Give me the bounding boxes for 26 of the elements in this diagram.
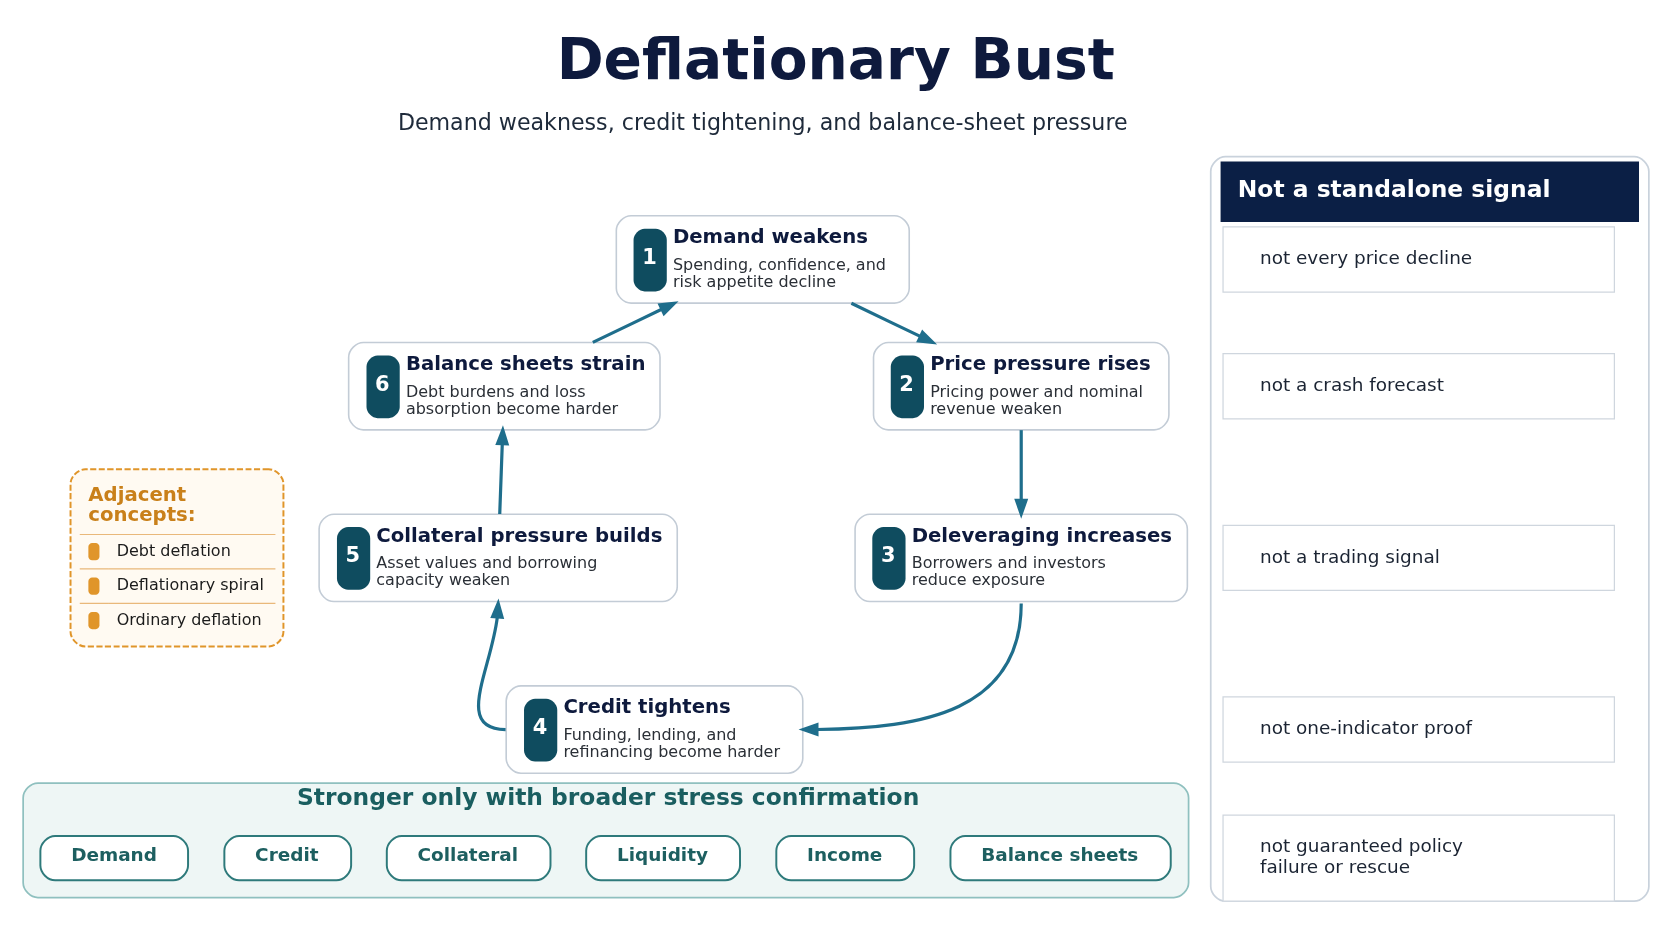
node-box: 5 Collateral pressure builds Asset values and borrowing capacity weaken <box>318 513 679 603</box>
arrow <box>495 425 510 514</box>
node-box: 3 Deleveraging increases Borrowers and investors reduce exposure <box>854 513 1189 603</box>
arrow <box>592 301 679 344</box>
node-box: Demand <box>39 835 190 882</box>
label: Demand weakness, credit tightening, and balance-sheet pressure <box>397 109 1128 136</box>
node-box: Income <box>775 835 916 882</box>
node-box: 1 Demand weakens Spending, confidence, and risk appetite decline <box>615 214 910 304</box>
node-box: not one-indicator proof <box>1222 696 1615 763</box>
node-box: Credit <box>223 835 353 882</box>
node-box: 4 Credit tightens Funding, lending, and refinancing become harder <box>505 685 804 775</box>
node-box: not a crash forecast <box>1222 352 1615 420</box>
node-box: not guaranteed policy failure or rescue <box>1222 814 1615 902</box>
diagram-title: Deflationary Bust <box>556 25 1115 92</box>
arrow <box>477 598 506 732</box>
node-box: Collateral <box>385 835 552 882</box>
node-box: Liquidity <box>585 835 741 882</box>
arrow <box>798 603 1023 737</box>
node-box: 2 Price pressure rises Pricing power and nominal revenue weaken <box>872 341 1170 431</box>
arrow <box>1014 430 1029 519</box>
arrow <box>850 301 938 345</box>
node-box: not every price decline <box>1222 226 1615 293</box>
node-box: Adjacent concepts: Debt deflation Deflationary spiral Ordinary deflation <box>69 468 285 648</box>
node-box: not a trading signal <box>1222 524 1615 592</box>
node-box: 6 Balance sheets strain Debt burdens and loss absorption become harder <box>347 341 661 431</box>
node-box: Balance sheets <box>949 835 1172 882</box>
